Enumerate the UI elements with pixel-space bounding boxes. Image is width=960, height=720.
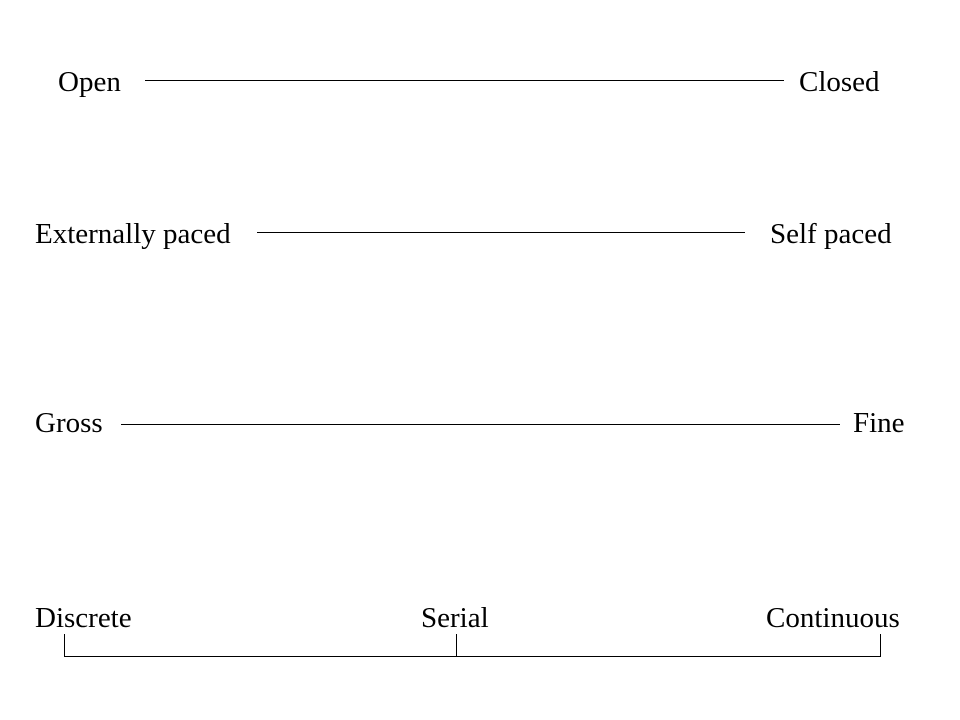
continuum-line-pacing xyxy=(257,232,745,233)
label-self-paced: Self paced xyxy=(770,218,892,250)
continuum-line-gross-fine xyxy=(121,424,840,425)
label-closed: Closed xyxy=(799,66,880,98)
bracket-baseline xyxy=(64,656,881,657)
label-continuous: Continuous xyxy=(766,602,900,634)
bracket-tick-middle xyxy=(456,634,457,656)
continuum-line-open-closed xyxy=(145,80,784,81)
label-fine: Fine xyxy=(853,407,905,439)
bracket-tick-left xyxy=(64,634,65,656)
label-serial: Serial xyxy=(421,602,489,634)
label-gross: Gross xyxy=(35,407,103,439)
bracket-tick-right xyxy=(880,634,881,656)
label-externally-paced: Externally paced xyxy=(35,218,231,250)
label-open: Open xyxy=(58,66,121,98)
label-discrete: Discrete xyxy=(35,602,132,634)
